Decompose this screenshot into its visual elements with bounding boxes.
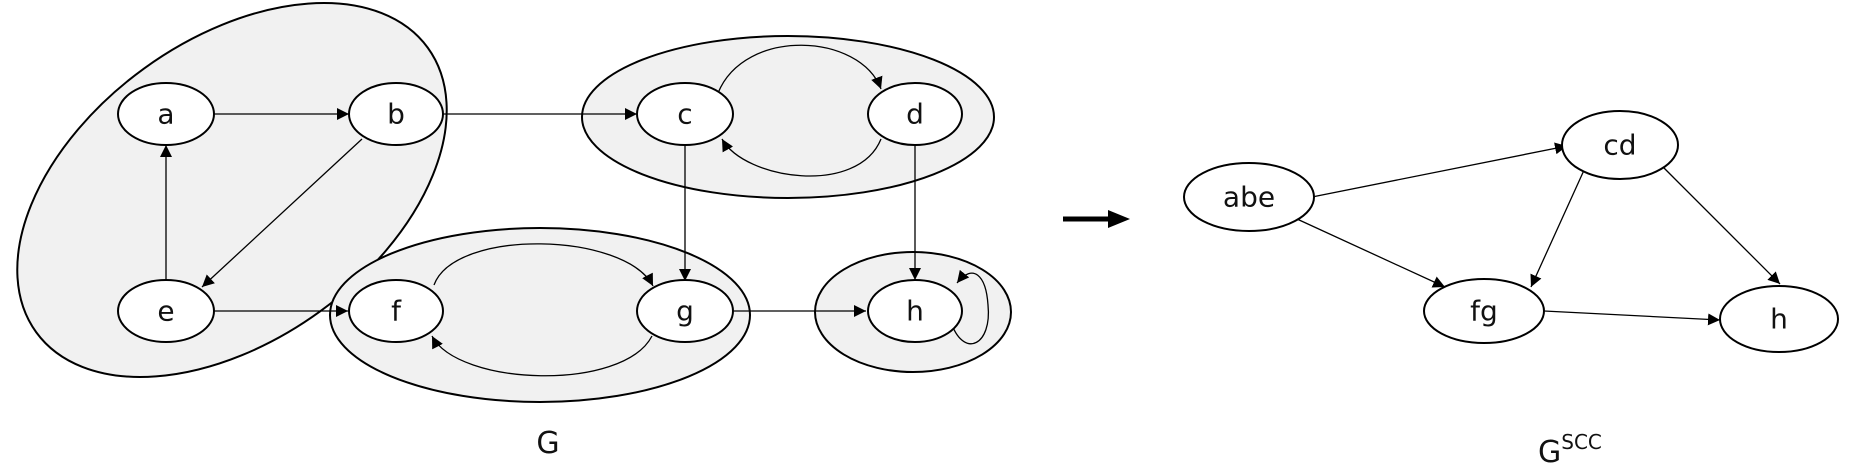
edge-b-e	[201, 138, 363, 288]
scc-nodes: abe cd fg h	[1183, 110, 1839, 353]
node-c-label: c	[677, 98, 692, 131]
scc-node-fg-label: fg	[1470, 295, 1498, 328]
scc-node-fg: fg	[1423, 278, 1545, 344]
node-e: e	[117, 279, 215, 343]
scc-node-h-label: h	[1770, 303, 1788, 336]
node-g: g	[636, 279, 734, 343]
node-f: f	[348, 279, 444, 343]
graph-scc-caption-main: G	[1538, 435, 1561, 470]
node-d: d	[867, 82, 963, 146]
node-h: h	[867, 279, 963, 343]
node-g-label: g	[676, 295, 694, 328]
g-edges	[160, 44, 990, 377]
node-f-label: f	[391, 295, 402, 328]
edge-c-d	[717, 44, 883, 94]
edge-cd-h	[1662, 166, 1781, 285]
graph-g-caption: G	[536, 426, 559, 461]
edge-f-g	[433, 243, 654, 287]
component-region-fg	[329, 227, 751, 403]
node-h-label: h	[906, 295, 924, 328]
node-e-label: e	[157, 295, 174, 328]
edge-fg-h	[1543, 310, 1721, 326]
scc-node-cd-label: cd	[1603, 129, 1636, 162]
graph-scc-caption-superscript: SCC	[1561, 430, 1602, 454]
edge-g-f	[431, 335, 653, 377]
scc-edges	[1296, 142, 1781, 326]
node-b: b	[348, 82, 444, 146]
node-a: a	[117, 82, 215, 146]
graph-scc-caption: GSCC	[1538, 430, 1602, 470]
node-b-label: b	[387, 98, 405, 131]
edge-abe-fg	[1296, 218, 1446, 288]
g-nodes: a b c d e f g h	[117, 82, 963, 343]
scc-node-abe: abe	[1183, 162, 1315, 232]
edge-cd-fg	[1530, 167, 1586, 288]
edge-abe-cd	[1311, 142, 1568, 198]
node-a-label: a	[157, 98, 174, 131]
scc-node-cd: cd	[1561, 110, 1679, 180]
scc-node-abe-label: abe	[1223, 181, 1275, 214]
scc-node-h: h	[1719, 285, 1839, 353]
node-d-label: d	[906, 98, 924, 131]
transform-arrow-icon	[1063, 210, 1130, 228]
edge-h-self-loop	[951, 269, 990, 345]
edge-d-c	[721, 138, 882, 177]
scc-regions	[16, 2, 1012, 403]
node-c: c	[636, 82, 734, 146]
